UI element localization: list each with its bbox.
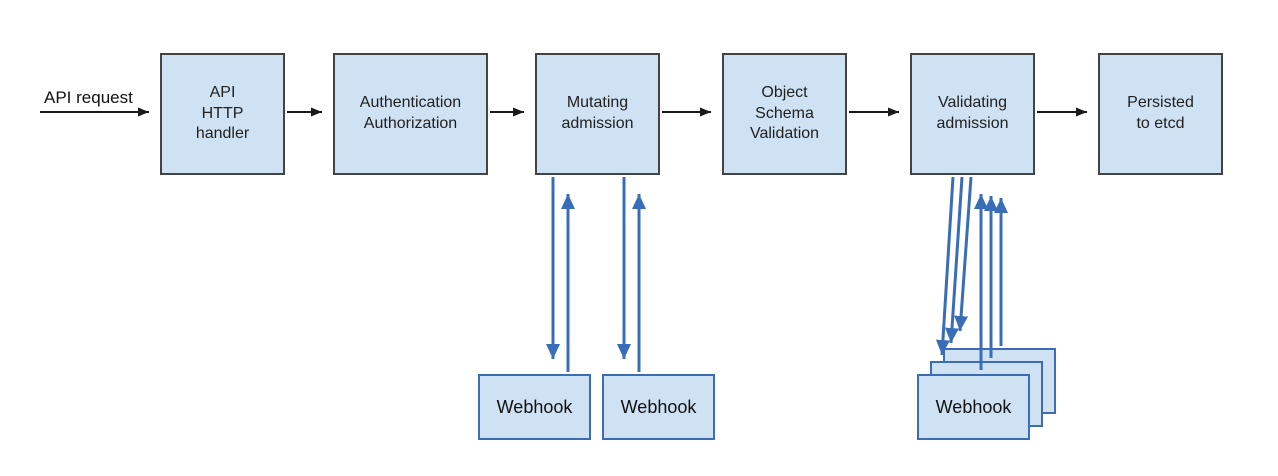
node-api-http-handler: API HTTP handler — [160, 53, 285, 175]
arrow-validating-to-webhooks-1 — [935, 176, 955, 356]
validating-webhook-arrows — [935, 176, 1008, 370]
node-mutating-admission: Mutating admission — [535, 53, 660, 175]
node-validating-admission: Validating admission — [910, 53, 1035, 175]
node-object-schema-validation: Object Schema Validation — [722, 53, 847, 175]
node-persisted-to-etcd: Persisted to etcd — [1098, 53, 1223, 175]
api-request-label: API request — [44, 88, 133, 107]
node-label: Persisted to etcd — [1127, 94, 1194, 132]
node-label: Mutating admission — [561, 94, 634, 132]
node-label: API HTTP handler — [195, 83, 250, 143]
node-label: Authentication Authorization — [359, 94, 462, 132]
webhook-label: Webhook — [496, 396, 573, 417]
webhook-label: Webhook — [620, 396, 697, 417]
webhook-validating-stack-front: Webhook — [917, 374, 1030, 440]
webhook-mutating-2: Webhook — [602, 374, 715, 440]
webhook-label: Webhook — [935, 396, 1012, 417]
node-label: Validating admission — [936, 94, 1009, 132]
node-label: Object Schema Validation — [749, 83, 820, 143]
arrow-validating-to-webhooks-2 — [945, 176, 964, 344]
webhook-mutating-1: Webhook — [478, 374, 591, 440]
mutating-webhook-arrows — [546, 177, 646, 372]
node-authentication-authorization: Authentication Authorization — [333, 53, 488, 175]
arrow-validating-to-webhooks-3 — [954, 176, 973, 332]
